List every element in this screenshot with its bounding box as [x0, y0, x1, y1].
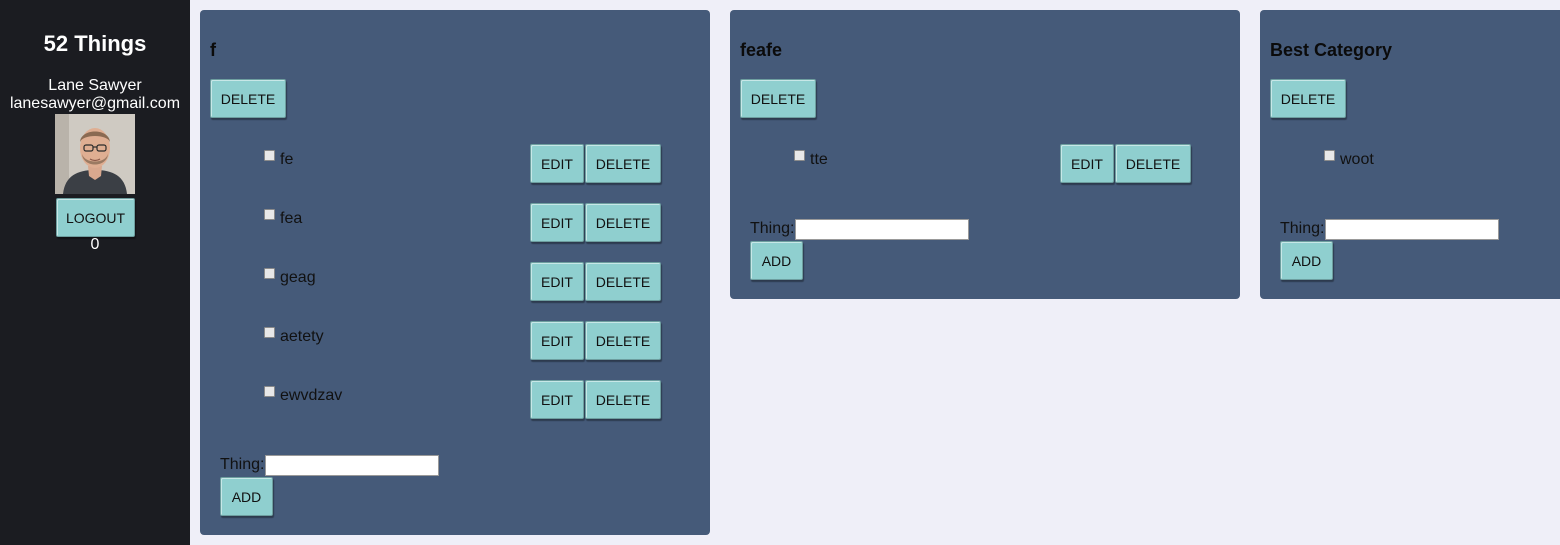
thing-label: fea: [280, 210, 303, 227]
delete-category-button[interactable]: DELETE: [1270, 79, 1346, 118]
delete-thing-button[interactable]: DELETE: [585, 144, 661, 183]
thing-label: geag: [280, 269, 316, 286]
edit-thing-button[interactable]: EDIT: [530, 144, 584, 183]
user-name: Lane Sawyer: [48, 77, 142, 94]
sidebar: 52 Things Lane Sawyer lanesawyer@gmail.c…: [0, 0, 190, 545]
add-thing-button[interactable]: ADD: [1280, 241, 1333, 280]
thing-label: tte: [810, 151, 828, 168]
thing-checkbox[interactable]: [264, 268, 275, 279]
delete-thing-button[interactable]: DELETE: [1115, 144, 1191, 183]
thing-input-label: Thing:: [750, 220, 795, 237]
thing-label: ewvdzav: [280, 387, 343, 404]
thing-label: fe: [280, 151, 294, 168]
thing-item: tte EDIT DELETE: [730, 144, 1240, 184]
delete-thing-button[interactable]: DELETE: [585, 380, 661, 419]
thing-input-label: Thing:: [1280, 220, 1325, 237]
thing-input[interactable]: [265, 455, 439, 476]
edit-thing-button[interactable]: EDIT: [530, 262, 584, 301]
edit-thing-button[interactable]: EDIT: [530, 321, 584, 360]
category-title: f: [210, 40, 216, 60]
delete-category-button[interactable]: DELETE: [740, 79, 816, 118]
thing-item: fe EDIT DELETE: [200, 144, 710, 184]
delete-thing-button[interactable]: DELETE: [585, 262, 661, 301]
category-title: feafe: [740, 40, 783, 60]
thing-item: ewvdzav EDIT DELETE: [200, 380, 710, 420]
edit-thing-button[interactable]: EDIT: [530, 203, 584, 242]
delete-thing-button[interactable]: DELETE: [585, 321, 661, 360]
avatar-photo: [55, 114, 135, 194]
thing-label: woot: [1340, 151, 1374, 168]
thing-checkbox[interactable]: [264, 150, 275, 161]
thing-label: aetety: [280, 328, 324, 345]
thing-checkbox[interactable]: [1324, 150, 1335, 161]
category-card: Best Category DELETE woot Thing: ADD: [1260, 10, 1560, 299]
avatar: [55, 114, 135, 194]
thing-checkbox[interactable]: [264, 386, 275, 397]
thing-item: aetety EDIT DELETE: [200, 321, 710, 361]
category-title: Best Category: [1270, 40, 1393, 60]
add-thing-button[interactable]: ADD: [750, 241, 803, 280]
user-email: lanesawyer@gmail.com: [9, 95, 181, 112]
thing-item: fea EDIT DELETE: [200, 203, 710, 243]
add-thing-button[interactable]: ADD: [220, 477, 273, 516]
edit-thing-button[interactable]: EDIT: [1060, 144, 1114, 183]
category-card: f DELETE fe EDIT DELETE fea EDIT DELETE …: [200, 10, 710, 535]
app-title: 52 Things: [43, 31, 147, 56]
logout-button[interactable]: LOGOUT: [56, 198, 135, 237]
delete-thing-button[interactable]: DELETE: [585, 203, 661, 242]
thing-item: geag EDIT DELETE: [200, 262, 710, 302]
delete-category-button[interactable]: DELETE: [210, 79, 286, 118]
thing-input[interactable]: [795, 219, 969, 240]
score-count: 0: [90, 236, 100, 253]
thing-input[interactable]: [1325, 219, 1499, 240]
category-card: feafe DELETE tte EDIT DELETE Thing: ADD: [730, 10, 1240, 299]
thing-checkbox[interactable]: [264, 209, 275, 220]
thing-checkbox[interactable]: [264, 327, 275, 338]
thing-item: woot: [1260, 144, 1560, 184]
edit-thing-button[interactable]: EDIT: [530, 380, 584, 419]
thing-input-label: Thing:: [220, 456, 265, 473]
thing-checkbox[interactable]: [794, 150, 805, 161]
